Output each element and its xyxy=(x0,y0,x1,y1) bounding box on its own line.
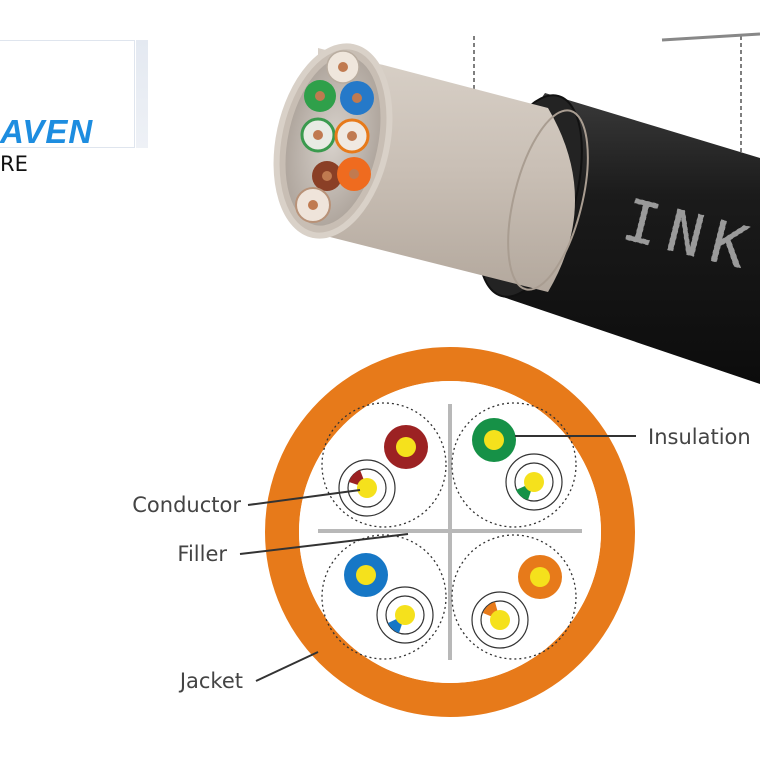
jacket-leader xyxy=(255,651,319,682)
pair-brown xyxy=(321,402,447,528)
pair-green xyxy=(451,402,577,528)
label-filler: Filler xyxy=(177,542,227,566)
filler-leader xyxy=(239,533,409,555)
logo-divider xyxy=(136,40,148,148)
inner-shield xyxy=(273,43,589,292)
wire-ends xyxy=(295,50,374,223)
label-insulation: Insulation xyxy=(648,425,751,449)
logo-subtext: RE xyxy=(0,152,28,176)
cross-section xyxy=(265,347,635,717)
brand-logo: AVEN RE xyxy=(0,40,135,175)
label-jacket: Jacket xyxy=(178,669,243,693)
jacket-ring xyxy=(265,347,635,717)
logo-wordmark: AVEN xyxy=(0,113,94,150)
label-conductor: Conductor xyxy=(132,493,241,517)
guide-edge xyxy=(661,32,760,42)
pair-orange xyxy=(451,534,577,660)
pair-blue xyxy=(321,534,447,660)
conductor-leader xyxy=(247,489,361,506)
